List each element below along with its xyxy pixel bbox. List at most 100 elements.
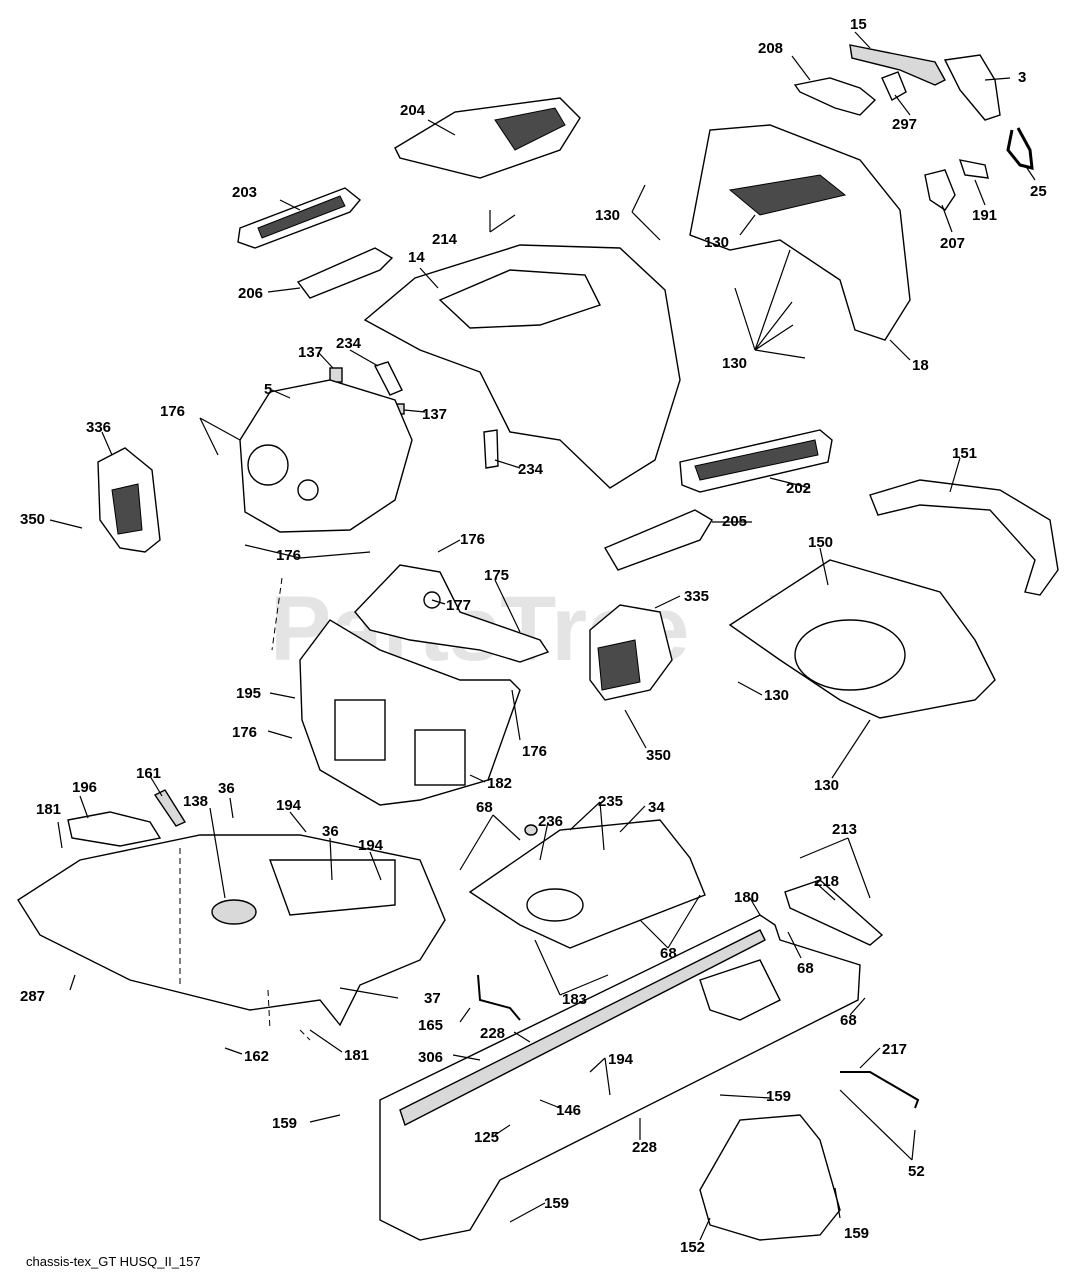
part-165-rod [477, 974, 521, 1021]
callout-234: 234 [336, 335, 362, 352]
part-205 [603, 509, 713, 571]
part-175-support [354, 564, 550, 663]
callout-194: 194 [276, 797, 302, 814]
part-138-cup [211, 899, 257, 925]
callout-36: 36 [322, 823, 339, 840]
callout-159: 159 [766, 1088, 791, 1105]
callout-181: 181 [36, 801, 61, 818]
callout-335: 335 [684, 588, 709, 605]
callout-138: 138 [183, 793, 208, 810]
part-297-clip [881, 71, 907, 101]
callout-182: 182 [487, 775, 512, 792]
part-336-vent [111, 483, 143, 535]
callout-150: 150 [808, 534, 833, 551]
callout-177: 177 [446, 597, 471, 614]
callout-194: 194 [358, 837, 384, 854]
callout-68: 68 [797, 960, 814, 977]
callout-350: 350 [646, 747, 671, 764]
part-151-bracket [869, 479, 1059, 596]
callout-235: 235 [598, 793, 623, 810]
part-3-plate [943, 54, 1001, 121]
part-208-bracket [793, 77, 877, 116]
part-18-front-assembly [689, 124, 911, 341]
part-204-stripes [494, 107, 566, 151]
callout-207: 207 [940, 235, 965, 252]
callout-204: 204 [400, 102, 426, 119]
callout-161: 161 [136, 765, 161, 782]
callout-217: 217 [882, 1041, 907, 1058]
callout-205: 205 [722, 513, 747, 530]
callout-181: 181 [344, 1047, 369, 1064]
callout-206: 206 [238, 285, 263, 302]
callout-34: 34 [648, 799, 665, 816]
callout-130: 130 [595, 207, 620, 224]
callout-labels: 15 208 3 297 25 191 207 204 203 130 214 … [20, 16, 1047, 1256]
part-206 [296, 247, 394, 299]
leader-lines [49, 31, 1036, 1241]
callout-130: 130 [764, 687, 789, 704]
callout-137: 137 [298, 344, 323, 361]
callout-151: 151 [952, 445, 977, 462]
callout-228: 228 [480, 1025, 505, 1042]
callout-176: 176 [160, 403, 185, 420]
part-335-vent [597, 639, 641, 691]
callout-165: 165 [418, 1017, 443, 1034]
callout-287: 287 [20, 988, 45, 1005]
part-14-inner [438, 269, 601, 329]
callout-203: 203 [232, 184, 257, 201]
callout-214: 214 [432, 231, 458, 248]
callout-213: 213 [832, 821, 857, 838]
callout-130: 130 [722, 355, 747, 372]
callout-297: 297 [892, 116, 917, 133]
callout-130: 130 [814, 777, 839, 794]
part-5-dash-panel [239, 379, 413, 533]
callout-208: 208 [758, 40, 783, 57]
part-5-knob [297, 479, 319, 501]
callout-68: 68 [840, 1012, 857, 1029]
callout-180: 180 [734, 889, 759, 906]
callout-18: 18 [912, 357, 929, 374]
part-207 [924, 169, 956, 211]
callout-194: 194 [608, 1051, 634, 1068]
callout-15: 15 [850, 16, 867, 33]
callout-125: 125 [474, 1129, 499, 1146]
callout-37: 37 [424, 990, 441, 1007]
callout-14: 14 [408, 249, 425, 266]
callout-152: 152 [680, 1239, 705, 1256]
callout-146: 146 [556, 1102, 581, 1119]
part-191 [958, 159, 989, 179]
callout-191: 191 [972, 207, 997, 224]
callout-25: 25 [1030, 183, 1047, 200]
part-161 [153, 789, 187, 827]
callout-68: 68 [660, 945, 677, 962]
part-5-gauge [247, 444, 289, 486]
part-180-rail [399, 929, 766, 1126]
callout-36: 36 [218, 780, 235, 797]
callout-68: 68 [476, 799, 493, 816]
callout-195: 195 [236, 685, 261, 702]
part-196-cover [67, 811, 162, 847]
part-18-grille [728, 174, 847, 216]
callout-350: 350 [20, 511, 45, 528]
callout-176: 176 [232, 724, 257, 741]
part-182-window-b [414, 729, 466, 786]
callout-196: 196 [72, 779, 97, 796]
callout-130: 130 [704, 234, 729, 251]
callout-176: 176 [276, 547, 301, 564]
footer-label: chassis-tex_GT HUSQ_II_157 [26, 1254, 201, 1269]
callout-218: 218 [814, 873, 839, 890]
callout-183: 183 [562, 991, 587, 1008]
callout-159: 159 [844, 1225, 869, 1242]
callout-228: 228 [632, 1139, 657, 1156]
callout-236: 236 [538, 813, 563, 830]
part-15-strip [849, 44, 946, 86]
part-234-strip-b [483, 429, 499, 469]
part-14-hood [363, 244, 681, 489]
part-150-opening [794, 619, 906, 691]
callout-234: 234 [518, 461, 544, 478]
part-34-hole [526, 888, 584, 922]
assembly-lines [179, 577, 311, 1041]
part-182-window-a [334, 699, 386, 761]
part-34-plate [468, 819, 706, 949]
